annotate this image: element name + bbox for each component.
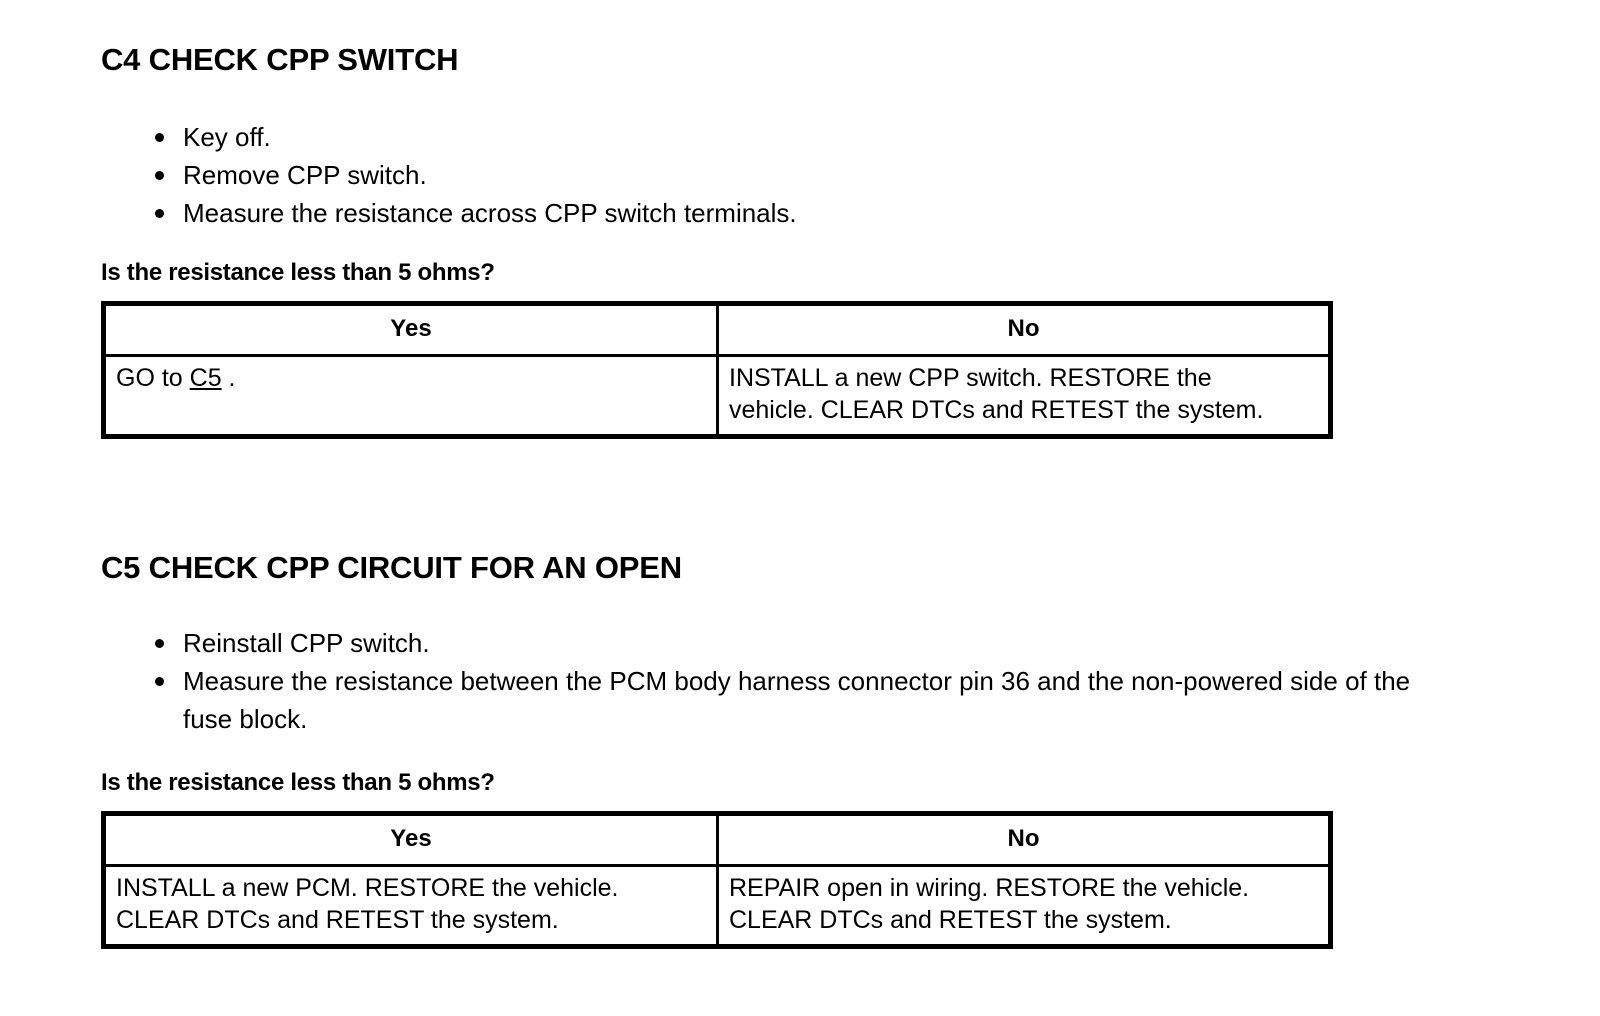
step-text: Remove CPP switch. — [183, 160, 427, 190]
cell-no-action-c5: REPAIR open in wiring. RESTORE the vehic… — [716, 864, 1332, 948]
table-header-row: Yes No — [102, 812, 1332, 867]
section-c4: C4 CHECK CPP SWITCH Key off. Remove CPP … — [101, 40, 1441, 439]
cell-yes-action-c5: INSTALL a new PCM. RESTORE the vehicle. … — [102, 864, 719, 948]
list-item: Measure the resistance across CPP switch… — [101, 194, 1441, 232]
section-c5: C5 CHECK CPP CIRCUIT FOR AN OPEN Reinsta… — [101, 548, 1441, 949]
table-row: INSTALL a new PCM. RESTORE the vehicle. … — [102, 864, 1332, 948]
bullet-icon — [155, 209, 164, 218]
cell-text-line-2: vehicle. CLEAR DTCs and RETEST the syste… — [729, 396, 1264, 424]
step-text: Measure the resistance across CPP switch… — [183, 198, 797, 228]
cell-text-line-1: INSTALL a new CPP switch. RESTORE the — [729, 364, 1212, 392]
column-header-yes: Yes — [102, 302, 719, 357]
bullet-icon — [155, 171, 164, 180]
step-text: Reinstall CPP switch. — [183, 628, 430, 658]
bullet-icon — [155, 639, 164, 648]
cell-text-line-1: INSTALL a new PCM. RESTORE the vehicle. — [116, 874, 619, 902]
list-item: Remove CPP switch. — [101, 156, 1441, 194]
list-item: Measure the resistance between the PCM b… — [101, 662, 1441, 738]
page-title-c5: C5 CHECK CPP CIRCUIT FOR AN OPEN — [101, 550, 682, 585]
decision-question-c5: Is the resistance less than 5 ohms? — [101, 769, 495, 796]
step-list-c5: Reinstall CPP switch. Measure the resist… — [101, 624, 1441, 738]
bullet-icon — [155, 677, 164, 686]
cell-no-action-c4: INSTALL a new CPP switch. RESTORE the ve… — [716, 354, 1332, 438]
step-list-c4: Key off. Remove CPP switch. Measure the … — [101, 118, 1441, 232]
goto-prefix: GO to — [116, 364, 190, 392]
step-text: Key off. — [183, 122, 271, 152]
decision-question-c4: Is the resistance less than 5 ohms? — [101, 259, 495, 286]
decision-table-c5: Yes No INSTALL a new PCM. RESTORE the ve… — [101, 811, 1333, 949]
cell-text-line-1: REPAIR open in wiring. RESTORE the vehic… — [729, 874, 1250, 902]
column-header-no: No — [716, 812, 1332, 867]
table-row: GO to C5 . INSTALL a new CPP switch. RES… — [102, 354, 1332, 438]
cell-yes-action-c4: GO to C5 . — [102, 354, 719, 438]
list-item: Reinstall CPP switch. — [101, 624, 1441, 662]
goto-suffix: . — [221, 364, 236, 392]
table-header-row: Yes No — [102, 302, 1332, 357]
cell-text: GO to C5 . — [116, 362, 716, 394]
cross-reference-link-c5[interactable]: C5 — [189, 364, 222, 392]
cell-text-line-2: CLEAR DTCs and RETEST the system. — [729, 906, 1172, 934]
page-title-c4: C4 CHECK CPP SWITCH — [101, 42, 459, 77]
step-text-line-1: Measure the resistance between the PCM b… — [183, 666, 1338, 696]
cell-text-line-2: CLEAR DTCs and RETEST the system. — [116, 906, 559, 934]
list-item: Key off. — [101, 118, 1441, 156]
column-header-no: No — [716, 302, 1332, 357]
bullet-icon — [155, 133, 164, 142]
column-header-yes: Yes — [102, 812, 719, 867]
step-text-line-2: of the fuse block. — [183, 666, 1411, 734]
decision-table-c4: Yes No GO to C5 . INSTALL a new CPP swit… — [101, 301, 1333, 439]
